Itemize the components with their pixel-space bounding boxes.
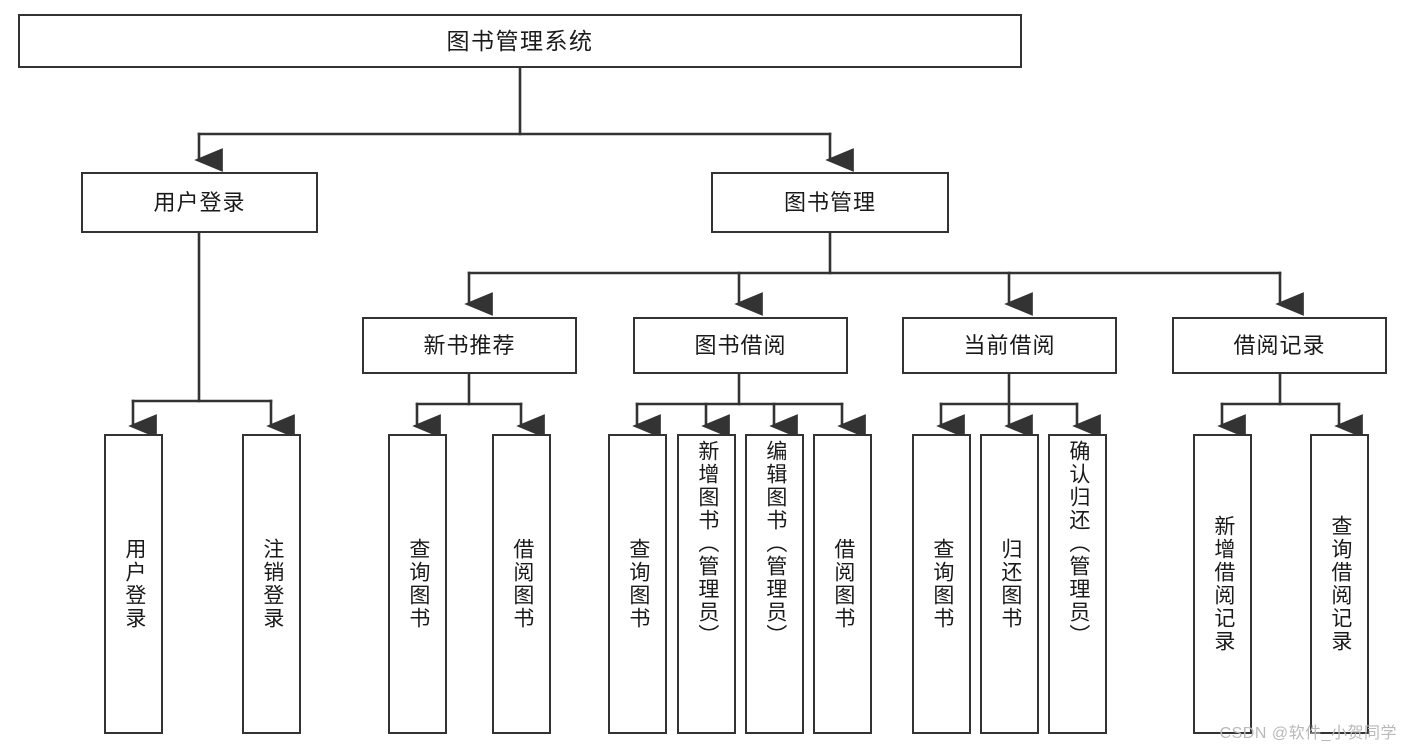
node-leaf-confirm-return-admin[interactable]: 确认归还（管理员） <box>1048 434 1107 734</box>
node-label: 新增借阅记录 <box>1211 515 1235 653</box>
node-leaf-query-borrow-record[interactable]: 查询借阅记录 <box>1310 434 1369 734</box>
node-leaf-query-book-current[interactable]: 查询图书 <box>912 434 971 734</box>
node-leaf-return-book[interactable]: 归还图书 <box>980 434 1039 734</box>
node-leaf-logout[interactable]: 注销登录 <box>242 434 301 734</box>
node-leaf-query-book-borrow[interactable]: 查询图书 <box>608 434 667 734</box>
node-current-borrow[interactable]: 当前借阅 <box>902 317 1117 374</box>
node-label: 归还图书 <box>998 538 1022 630</box>
node-leaf-add-borrow-record[interactable]: 新增借阅记录 <box>1193 434 1252 734</box>
csdn-watermark: CSDN @软件_小贺同学 <box>1219 725 1397 742</box>
node-label: 图书管理系统 <box>446 27 594 54</box>
node-new-book-recommendation[interactable]: 新书推荐 <box>362 317 577 374</box>
node-label: 查询借阅记录 <box>1328 515 1352 653</box>
node-label: 用户登录 <box>153 189 246 215</box>
node-label: 查询图书 <box>626 538 650 630</box>
node-book-manage[interactable]: 图书管理 <box>711 172 949 233</box>
node-book-borrow[interactable]: 图书借阅 <box>633 317 848 374</box>
node-leaf-query-book-new[interactable]: 查询图书 <box>388 434 447 734</box>
node-root-book-management-system[interactable]: 图书管理系统 <box>18 14 1022 68</box>
node-leaf-user-login[interactable]: 用户登录 <box>104 434 163 734</box>
node-leaf-borrow-book-borrow[interactable]: 借阅图书 <box>813 434 872 734</box>
node-leaf-edit-book-admin[interactable]: 编辑图书（管理员） <box>745 434 804 734</box>
node-label: 借阅记录 <box>1233 332 1326 358</box>
node-user-login[interactable]: 用户登录 <box>81 172 318 233</box>
node-label: 查询图书 <box>930 538 954 630</box>
node-label: 新书推荐 <box>423 332 516 358</box>
node-label: 查询图书 <box>406 538 430 630</box>
node-label: 图书借阅 <box>694 332 787 358</box>
node-label: 图书管理 <box>783 189 876 215</box>
node-label: 借阅图书 <box>831 538 855 630</box>
node-leaf-add-book-admin[interactable]: 新增图书（管理员） <box>677 434 736 734</box>
node-label: 注销登录 <box>260 538 284 630</box>
node-borrow-record[interactable]: 借阅记录 <box>1172 317 1387 374</box>
node-label: 新增图书（管理员） <box>695 440 719 647</box>
node-label: 确认归还（管理员） <box>1066 440 1090 647</box>
node-label: 用户登录 <box>122 538 146 630</box>
node-label: 借阅图书 <box>510 538 534 630</box>
node-label: 当前借阅 <box>963 332 1056 358</box>
node-leaf-borrow-book-new[interactable]: 借阅图书 <box>492 434 551 734</box>
node-label: 编辑图书（管理员） <box>763 440 787 647</box>
